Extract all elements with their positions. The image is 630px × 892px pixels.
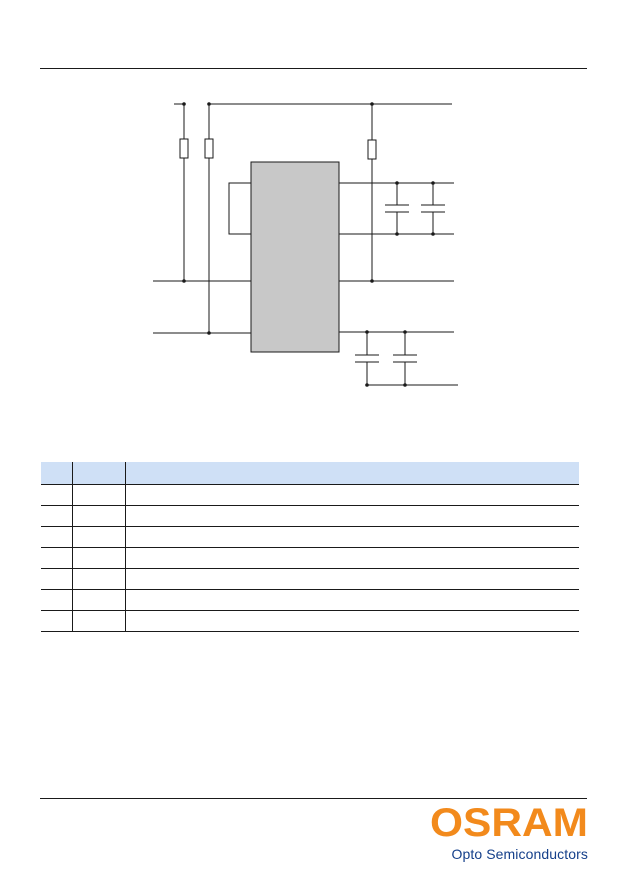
resistor-3 [367,139,377,160]
table-cell [124,568,579,590]
junction-dot [431,232,435,236]
table-cell [71,568,125,590]
header-cell [41,462,72,485]
table-row [41,547,579,569]
junction-dot [431,181,435,185]
table-cell [71,505,125,527]
table-cell [41,484,72,506]
pin-description-table [41,462,579,632]
table-cell [71,610,125,632]
ic-loop-wire [228,182,251,235]
header-cell [124,462,579,485]
osram-logo: OSRAM [430,801,588,840]
table-cell [124,589,579,611]
table-cell [71,484,125,506]
table-cell [41,589,72,611]
junction-dot [370,279,374,283]
brand-block: OSRAM Opto Semiconductors [428,800,588,862]
table-header-row [41,462,579,485]
resistor-2 [204,138,214,159]
table-row [41,610,579,632]
table-cell [41,568,72,590]
junction-dot [207,102,211,106]
ic-body [250,161,340,353]
table-row [41,484,579,506]
junction-dot [403,330,407,334]
header-cell [71,462,125,485]
junction-dot [182,279,186,283]
table-cell [41,610,72,632]
table-cell [124,505,579,527]
table-row [41,568,579,590]
osram-logo-text: OSRAM [430,801,588,840]
table-cell [124,610,579,632]
table-cell [41,505,72,527]
junction-dot [207,331,211,335]
junction-dot [365,383,369,387]
table-cell [71,547,125,569]
table-cell [71,526,125,548]
junction-dot [182,102,186,106]
junction-dot [403,383,407,387]
table-row [41,526,579,548]
table-row [41,505,579,527]
header-rule [40,68,587,69]
brand-tagline: Opto Semiconductors [451,846,588,862]
table-cell [41,547,72,569]
footer-rule [40,798,587,799]
junction-dot [365,330,369,334]
table-cell [124,484,579,506]
table-cell [71,589,125,611]
circuit-schematic [153,102,458,387]
junction-dot [395,232,399,236]
table-row [41,589,579,611]
junction-dot [395,181,399,185]
resistor-1 [179,138,189,159]
table-cell [41,526,72,548]
table-cell [124,547,579,569]
junction-dot [370,102,374,106]
table-cell [124,526,579,548]
